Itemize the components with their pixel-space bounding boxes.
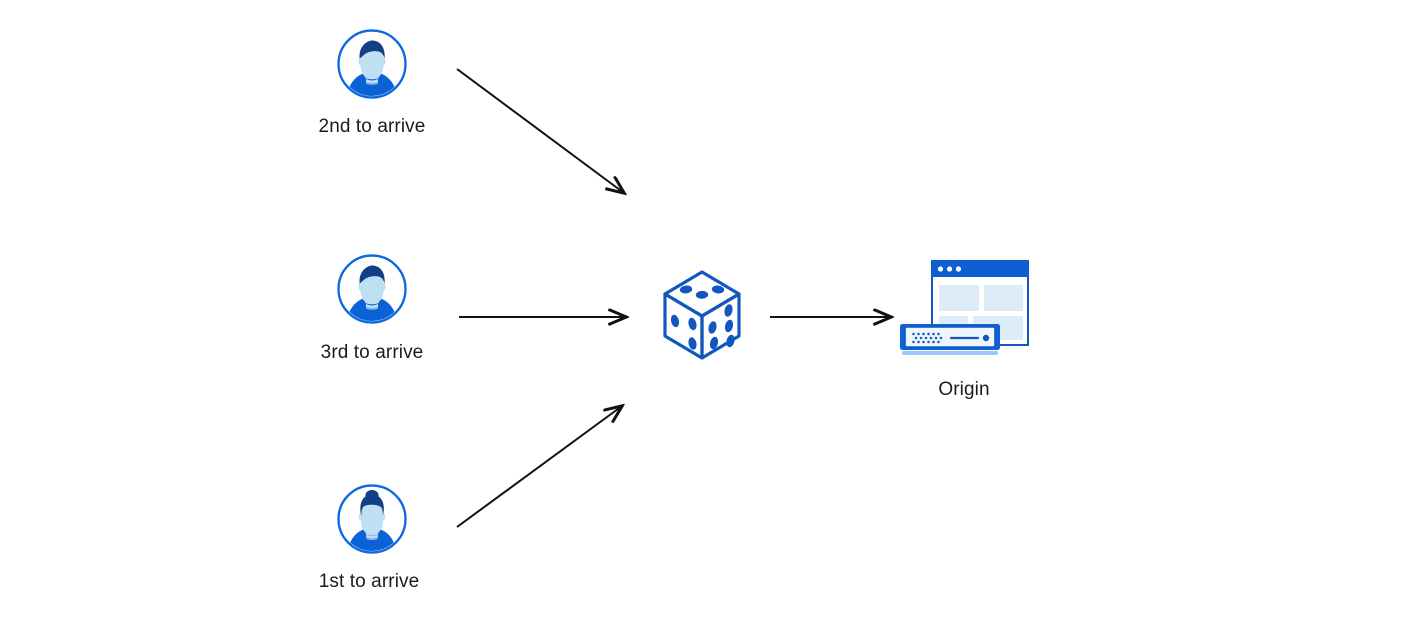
- user-avatar-icon: [336, 483, 408, 555]
- server-appliance: [900, 324, 1000, 355]
- arrow-2nd-to-dice: [456, 68, 624, 193]
- user-avatar-icon: [336, 253, 408, 325]
- client-label-3rd: 3rd to arrive: [320, 342, 424, 363]
- user-avatar-icon: [336, 28, 408, 100]
- origin-server-icon: [896, 256, 1032, 360]
- arrow-1st-to-dice: [456, 406, 622, 528]
- client-label-1st: 1st to arrive: [318, 571, 420, 592]
- dice-icon: [657, 267, 747, 363]
- client-label-2nd: 2nd to arrive: [318, 116, 426, 137]
- origin-label: Origin: [938, 379, 990, 400]
